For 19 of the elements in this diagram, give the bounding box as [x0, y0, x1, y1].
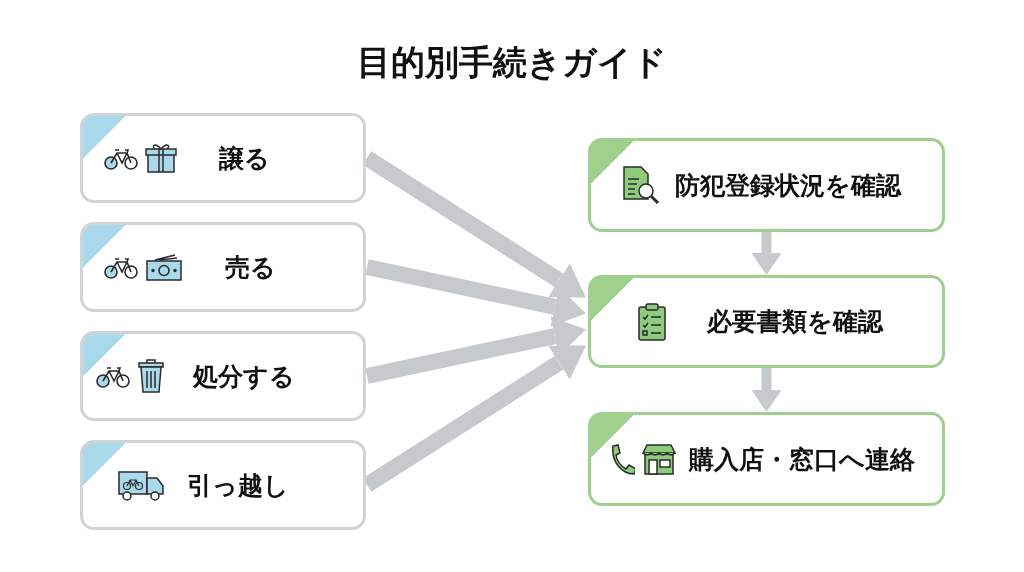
- box-label: 引っ越し: [187, 469, 289, 502]
- title: 目的別手続きガイド: [356, 41, 668, 84]
- box-label: 必要書類を確認: [707, 306, 883, 338]
- step-box: [588, 275, 945, 368]
- step-box: [588, 412, 945, 506]
- box-label: 購入店・窓口へ連絡: [689, 443, 915, 476]
- box-label: 売る: [225, 251, 276, 284]
- box-label: 譲る: [219, 142, 270, 175]
- arrow: [751, 232, 782, 275]
- box-label: 処分する: [193, 360, 295, 393]
- option-box: [80, 440, 366, 530]
- option-box: [80, 113, 366, 203]
- arrow: [751, 368, 782, 412]
- step-box: [588, 138, 945, 232]
- option-box: [80, 222, 366, 312]
- box-label: 防犯登録状況を確認: [675, 169, 901, 202]
- arrow: [365, 259, 588, 327]
- option-box: [80, 331, 366, 421]
- arrow: [365, 316, 588, 384]
